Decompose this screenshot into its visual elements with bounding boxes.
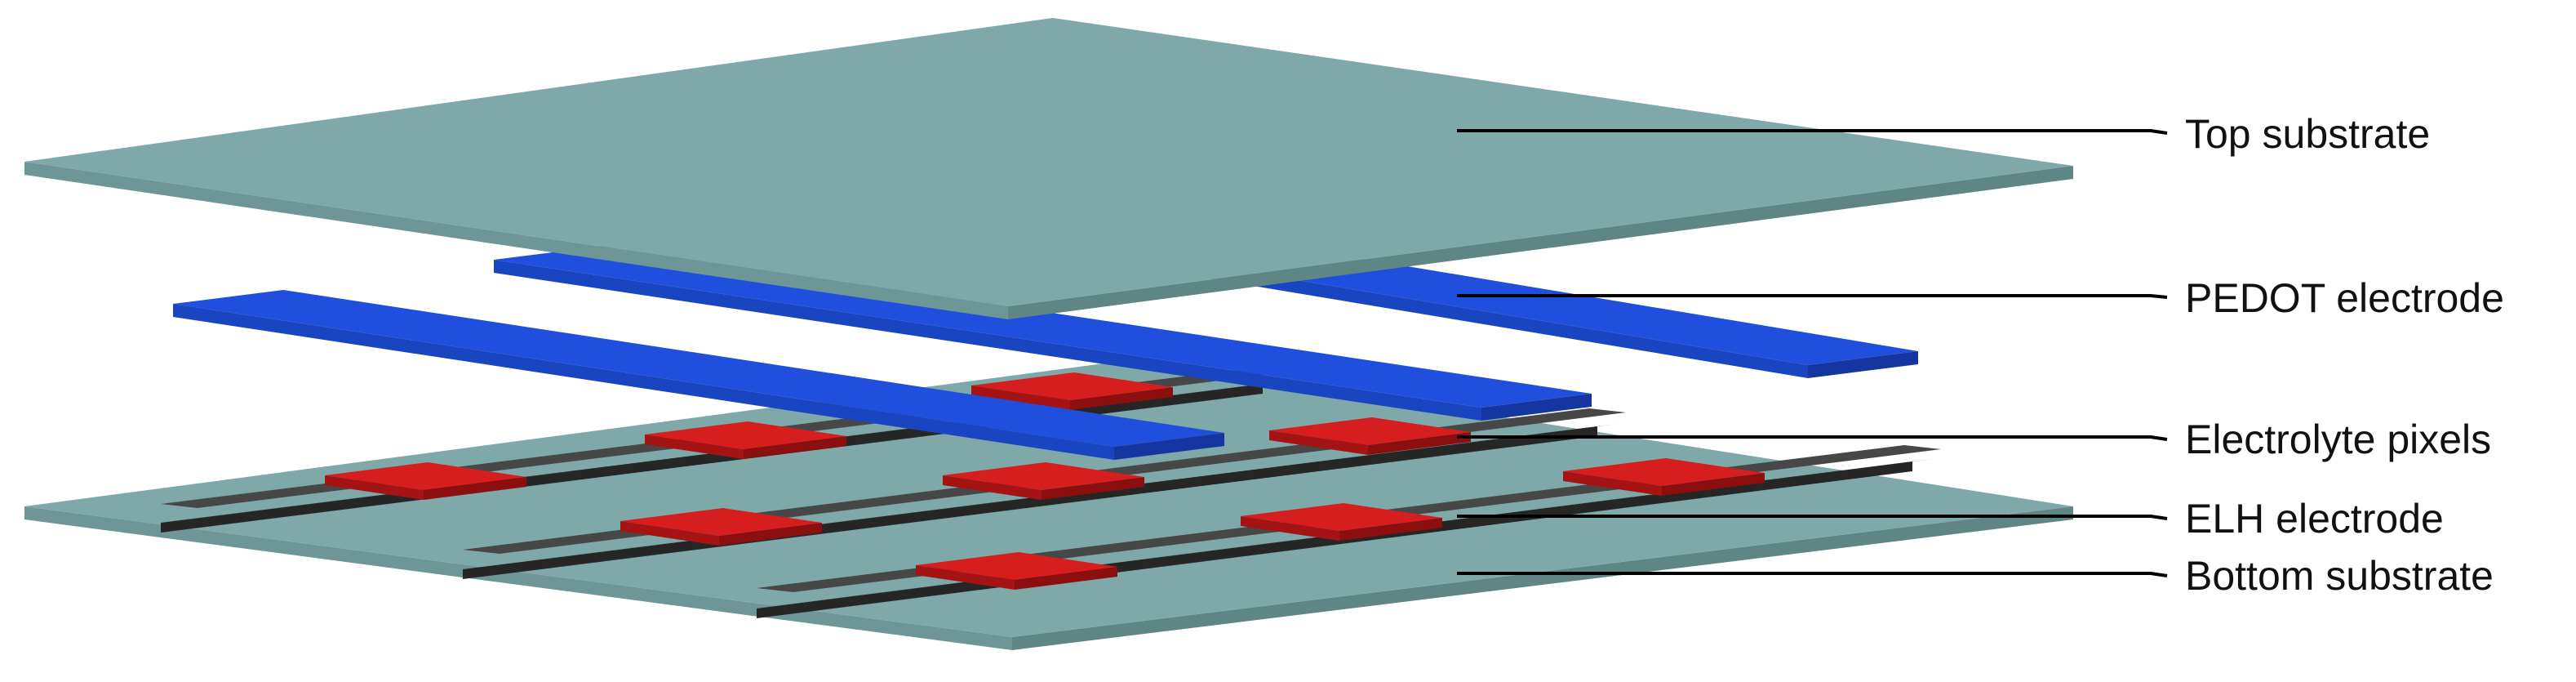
pixel-2 xyxy=(645,421,846,459)
pixel-5 xyxy=(943,462,1144,500)
bottom-substrate-side-front xyxy=(1012,506,2073,650)
pedot-electrode-1 xyxy=(173,290,1224,460)
pixel-9 xyxy=(1563,458,1765,496)
label-electrolyte-pixels: Electrolyte pixels xyxy=(2185,417,2491,462)
top-substrate-side-front xyxy=(1008,166,2073,319)
label-bottom-substrate: Bottom substrate xyxy=(2185,553,2494,599)
leader-line-elh-electrode xyxy=(1457,515,2168,520)
pixel-3 xyxy=(971,372,1173,410)
top-substrate xyxy=(24,18,2073,319)
leader-lines xyxy=(1457,129,2168,577)
label-elh-electrode: ELH electrode xyxy=(2185,496,2444,542)
pedot-electrode-2 xyxy=(494,246,1592,421)
pixel-6 xyxy=(1269,417,1471,455)
label-pedot-electrode: PEDOT electrode xyxy=(2185,275,2504,321)
leader-line-bottom-substrate xyxy=(1457,572,2168,577)
electrolyte-pixels xyxy=(325,372,1765,590)
leader-line-electrolyte-pixels xyxy=(1457,435,2168,441)
leader-line-pedot-electrode xyxy=(1457,294,2168,299)
pixel-1 xyxy=(325,462,526,500)
leader-line-top-substrate xyxy=(1457,129,2168,135)
pixel-7 xyxy=(916,552,1117,590)
pixel-8 xyxy=(1241,503,1442,541)
labels: Top substrate PEDOT electrode Electrolyt… xyxy=(2185,111,2504,599)
top-substrate-top xyxy=(24,18,2073,306)
pixel-4 xyxy=(620,508,822,546)
top-substrate-side-left xyxy=(24,162,1008,319)
label-top-substrate: Top substrate xyxy=(2185,111,2430,157)
